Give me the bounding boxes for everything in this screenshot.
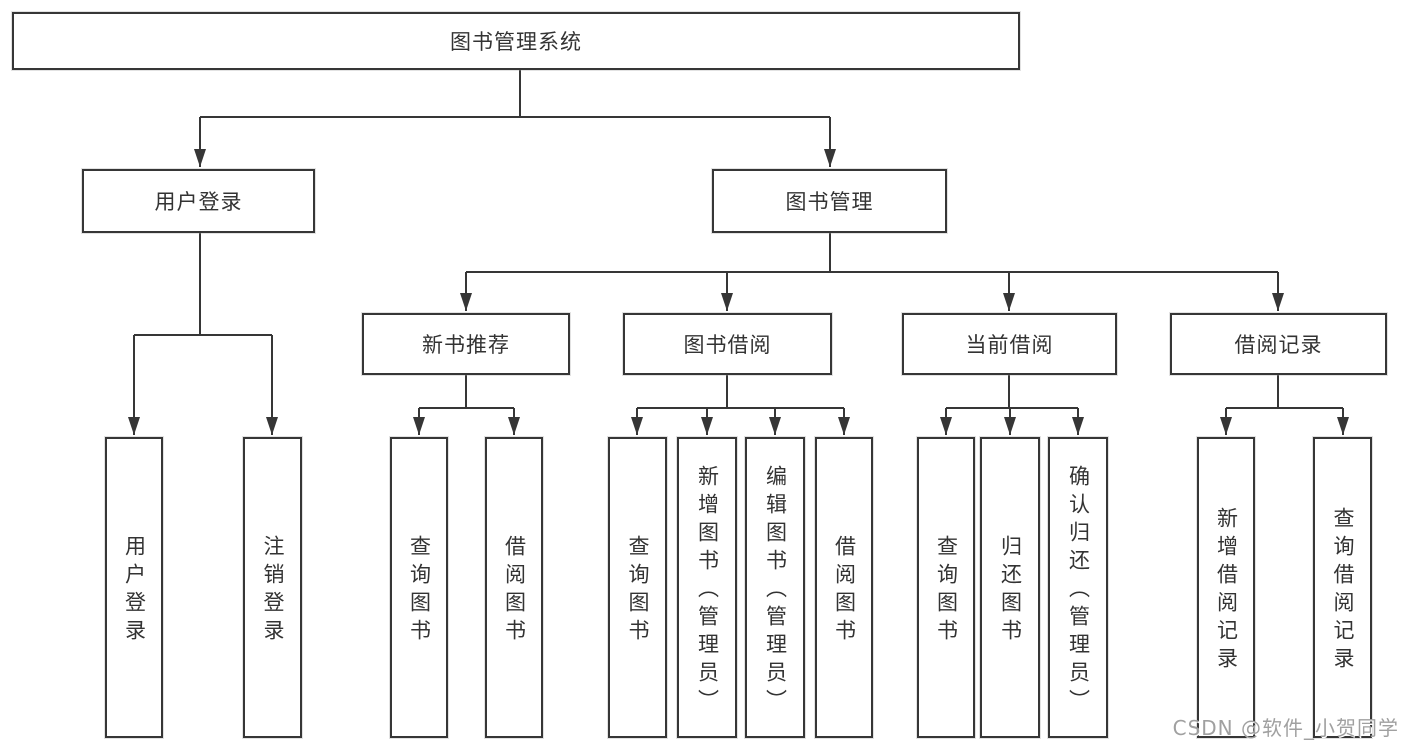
- node-book-borrowing-label: 图书借阅: [683, 333, 772, 357]
- leaf-bb-edit-books-admin-label: 编辑图书（管理员）: [763, 465, 788, 717]
- leaf-nbr-query-books-label: 查询图书: [407, 535, 432, 647]
- arrowhead-drop-lines: [128, 117, 1349, 435]
- leaf-br-query-record-label: 查询借阅记录: [1331, 507, 1355, 675]
- leaf-bb-add-books-admin-label: 新增图书（管理员）: [695, 465, 720, 717]
- node-current-borrowing: 当前借阅: [902, 313, 1117, 375]
- leaf-bb-query-books-label: 查询图书: [626, 535, 650, 647]
- leaf-bb-query-books: 查询图书: [608, 437, 667, 738]
- csdn-watermark: CSDN @软件_小贺同学: [1172, 716, 1399, 740]
- leaf-bb-add-books-admin: 新增图书（管理员）: [677, 437, 737, 738]
- leaf-nbr-query-books: 查询图书: [390, 437, 448, 738]
- node-book-management: 图书管理: [712, 169, 947, 233]
- leaf-cb-confirm-return-admin: 确认归还（管理员）: [1048, 437, 1108, 738]
- node-current-borrowing-label: 当前借阅: [965, 333, 1054, 357]
- leaf-nbr-borrow-books-label: 借阅图书: [502, 535, 527, 647]
- leaf-br-add-record-label: 新增借阅记录: [1214, 507, 1239, 675]
- leaf-bb-borrow-books: 借阅图书: [815, 437, 873, 738]
- leaf-logout-label: 注销登录: [261, 535, 285, 647]
- leaf-br-query-record: 查询借阅记录: [1313, 437, 1372, 738]
- node-user-login-label: 用户登录: [154, 190, 243, 214]
- leaf-cb-return-books: 归还图书: [980, 437, 1040, 738]
- leaf-cb-query-books: 查询图书: [917, 437, 975, 738]
- leaf-cb-confirm-return-admin-label: 确认归还（管理员）: [1066, 465, 1091, 717]
- leaf-logout: 注销登录: [243, 437, 302, 738]
- leaf-user-login-label: 用户登录: [122, 535, 147, 647]
- leaf-cb-query-books-label: 查询图书: [934, 535, 959, 647]
- node-new-book-recommendation-label: 新书推荐: [422, 333, 510, 357]
- leaf-user-login: 用户登录: [105, 437, 163, 738]
- node-book-borrowing: 图书借阅: [623, 313, 832, 375]
- node-user-login: 用户登录: [82, 169, 315, 233]
- leaf-bb-edit-books-admin: 编辑图书（管理员）: [745, 437, 805, 738]
- tree-branch-lines: [134, 70, 1343, 409]
- node-borrowing-records: 借阅记录: [1170, 313, 1387, 375]
- leaf-cb-return-books-label: 归还图书: [998, 535, 1023, 647]
- leaf-bb-borrow-books-label: 借阅图书: [832, 535, 857, 647]
- node-borrowing-records-label: 借阅记录: [1234, 333, 1323, 357]
- node-new-book-recommendation: 新书推荐: [362, 313, 570, 375]
- node-root-label: 图书管理系统: [450, 30, 582, 54]
- node-root: 图书管理系统: [12, 12, 1020, 70]
- leaf-nbr-borrow-books: 借阅图书: [485, 437, 543, 738]
- leaf-br-add-record: 新增借阅记录: [1197, 437, 1255, 738]
- node-book-management-label: 图书管理: [785, 190, 874, 214]
